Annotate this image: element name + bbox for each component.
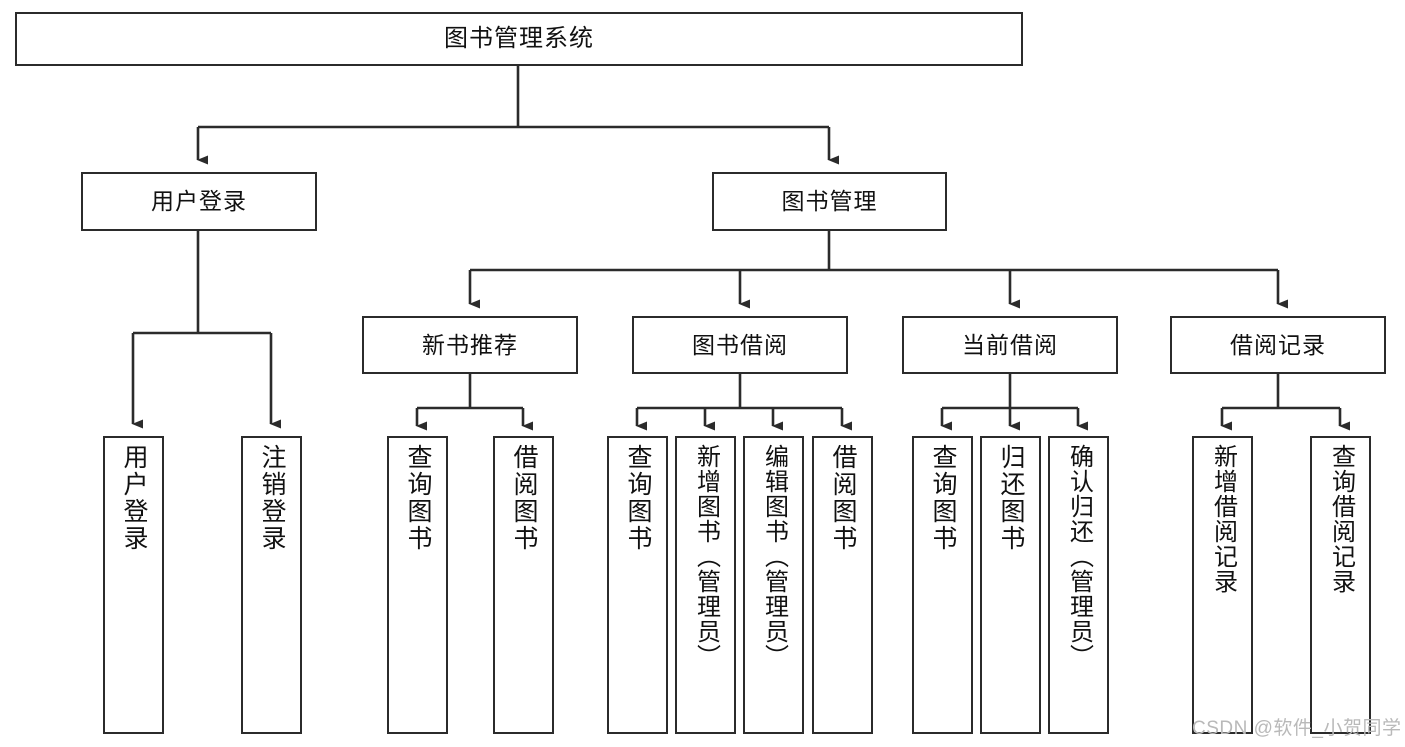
leaf-add-book-admin[interactable]: 新增图书（管理员）	[675, 436, 736, 734]
node-label: 借阅图书	[510, 444, 538, 552]
node-label: 新书推荐	[422, 331, 518, 358]
node-label: 注销登录	[258, 444, 286, 552]
node-label: 归还图书	[997, 444, 1025, 552]
node-current-borrow[interactable]: 当前借阅	[902, 316, 1118, 374]
leaf-query-book-recommend[interactable]: 查询图书	[387, 436, 448, 734]
node-label: 图书借阅	[692, 331, 788, 358]
node-label: 查询图书	[929, 444, 957, 552]
node-label: 借阅记录	[1230, 331, 1326, 358]
node-label: 用户登录	[151, 188, 247, 215]
leaf-query-book-borrow[interactable]: 查询图书	[607, 436, 668, 734]
node-label: 查询图书	[404, 444, 432, 552]
node-book-borrow[interactable]: 图书借阅	[632, 316, 848, 374]
node-user-login[interactable]: 用户登录	[81, 172, 317, 231]
node-label: 新增图书（管理员）	[692, 444, 720, 669]
leaf-add-borrow-record[interactable]: 新增借阅记录	[1192, 436, 1253, 734]
node-label: 新增借阅记录	[1209, 444, 1237, 594]
node-label: 图书管理系统	[444, 25, 594, 53]
node-new-book-recommend[interactable]: 新书推荐	[362, 316, 578, 374]
leaf-confirm-return-admin[interactable]: 确认归还（管理员）	[1048, 436, 1109, 734]
node-label: 图书管理	[781, 188, 878, 215]
leaf-query-borrow-record[interactable]: 查询借阅记录	[1310, 436, 1371, 734]
leaf-logout-login[interactable]: 注销登录	[241, 436, 302, 734]
leaf-query-book-current[interactable]: 查询图书	[912, 436, 973, 734]
leaf-edit-book-admin[interactable]: 编辑图书（管理员）	[743, 436, 804, 734]
node-label: 查询借阅记录	[1327, 444, 1355, 594]
leaf-borrow-book[interactable]: 借阅图书	[812, 436, 873, 734]
node-label: 编辑图书（管理员）	[760, 444, 788, 669]
node-label: 借阅图书	[829, 444, 857, 552]
node-label: 查询图书	[624, 444, 652, 552]
leaf-user-login[interactable]: 用户登录	[103, 436, 164, 734]
watermark-text: CSDN @软件_小贺同学	[1192, 718, 1402, 739]
node-label: 用户登录	[120, 444, 148, 552]
node-borrow-record[interactable]: 借阅记录	[1170, 316, 1386, 374]
node-label: 确认归还（管理员）	[1065, 444, 1093, 669]
node-book-management[interactable]: 图书管理	[712, 172, 947, 231]
leaf-borrow-book-recommend[interactable]: 借阅图书	[493, 436, 554, 734]
node-root-book-management-system[interactable]: 图书管理系统	[15, 12, 1023, 66]
leaf-return-book[interactable]: 归还图书	[980, 436, 1041, 734]
node-label: 当前借阅	[962, 331, 1058, 358]
